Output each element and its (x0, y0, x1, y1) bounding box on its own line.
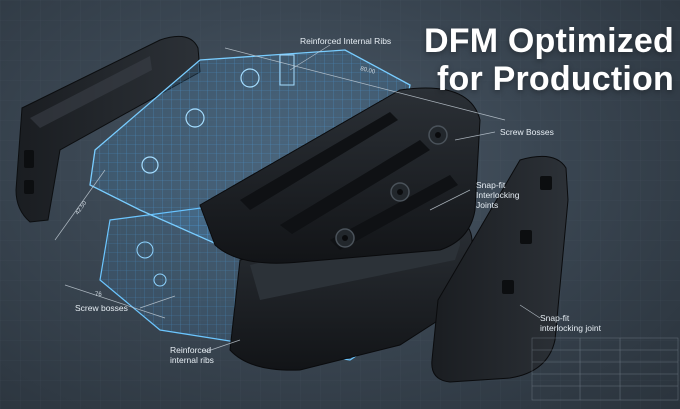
headline: DFM Optimized for Production (424, 22, 674, 98)
callout-screw-bosses-right: Screw Bosses (500, 127, 554, 137)
callout-reinforced-ribs-top: Reinforced Internal Ribs (300, 36, 392, 46)
right-side-panel (431, 155, 569, 383)
callout-snap-fit-bottom-right: Snap-fit interlocking joint (540, 313, 601, 333)
callout-reinforced-ribs-bottom: Reinforced internal ribs (170, 345, 214, 365)
headline-line-2: for Production (437, 60, 674, 98)
dimension-label-bottom: 76 (95, 292, 102, 298)
headline-line-1: DFM Optimized (423, 22, 674, 60)
callout-screw-bosses-left: Screw bosses (75, 303, 128, 313)
drawing-title-block (531, 337, 679, 401)
callout-snap-fit-right: Snap-fit Interlocking Joints (476, 180, 520, 210)
dimension-label-top: 80.00 (360, 66, 377, 76)
dimension-lines (54, 44, 541, 353)
upper-housing-solid (199, 87, 481, 264)
dimension-label-left: 42.50 (75, 200, 89, 216)
left-side-panel (15, 35, 201, 223)
